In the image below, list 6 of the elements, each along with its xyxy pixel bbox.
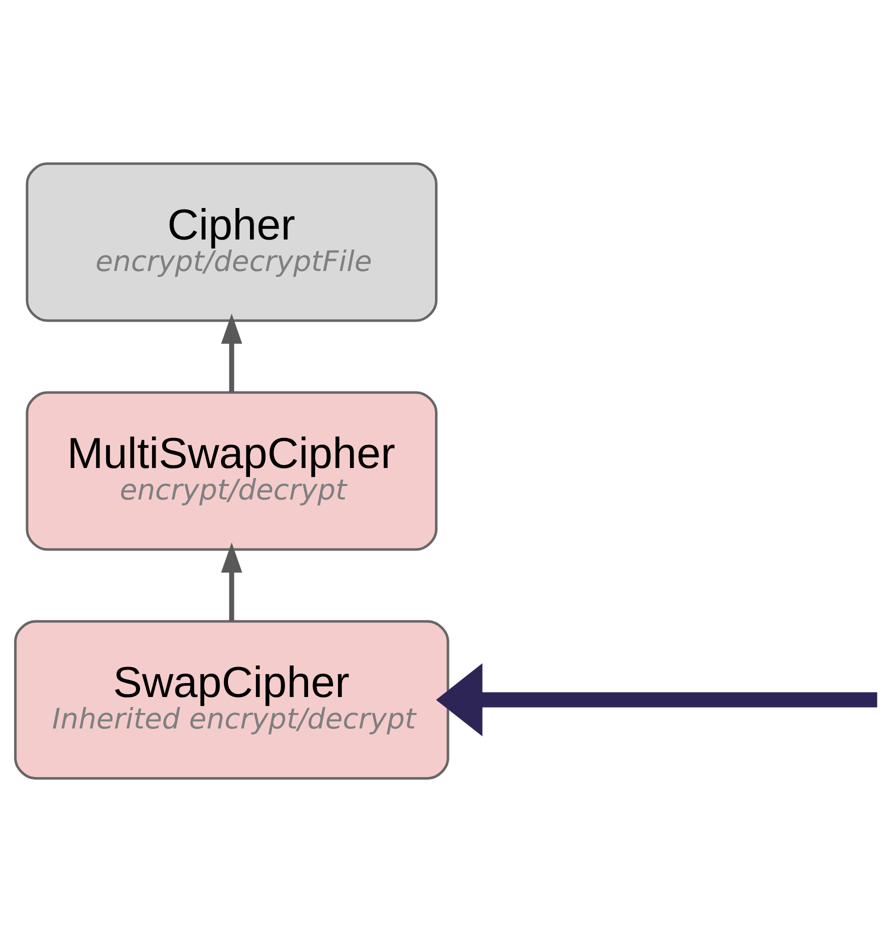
node-box: Cipher encrypt/decryptFile xyxy=(26,162,438,322)
arrow xyxy=(436,663,878,736)
arrow xyxy=(221,542,242,622)
node-box: SwapCipher Inherited encrypt/decrypt xyxy=(14,620,450,780)
arrow xyxy=(221,314,242,392)
node-box: MultiSwapCipher encrypt/decrypt xyxy=(26,391,438,551)
